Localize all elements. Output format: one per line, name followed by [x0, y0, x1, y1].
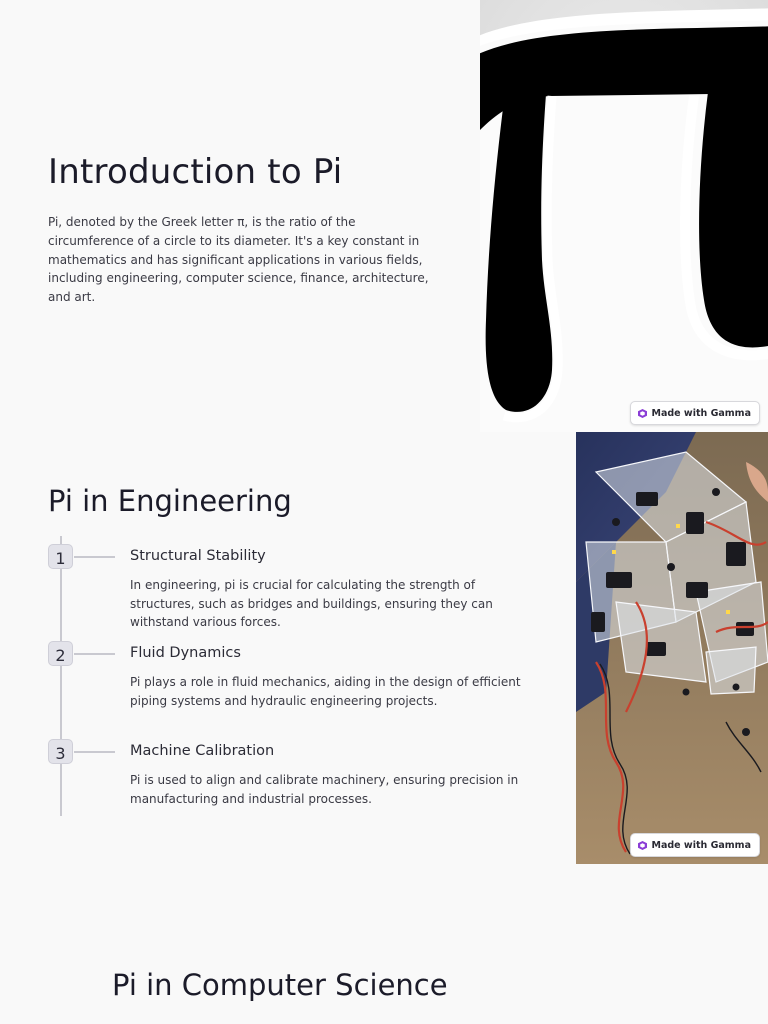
step-title: Fluid Dynamics [130, 645, 241, 661]
step-title: Structural Stability [130, 548, 266, 564]
step-number-badge: 3 [48, 739, 73, 764]
step-connector [74, 751, 115, 753]
pi-symbol-image: Made with Gamma [480, 0, 768, 432]
intro-title: Introduction to Pi [48, 152, 343, 192]
step-text: Pi plays a role in fluid mechanics, aidi… [130, 675, 521, 708]
made-with-gamma-badge[interactable]: Made with Gamma [629, 401, 760, 425]
step-title: Machine Calibration [130, 743, 275, 759]
step-connector [74, 556, 115, 558]
step-text: In engineering, pi is crucial for calcul… [130, 578, 493, 629]
step-number-badge: 2 [48, 641, 73, 666]
made-with-gamma-label: Made with Gamma [651, 407, 751, 419]
gamma-logo-icon [637, 840, 647, 850]
made-with-gamma-label: Made with Gamma [651, 839, 751, 851]
engineering-title: Pi in Engineering [48, 484, 292, 518]
timeline-line [60, 536, 62, 816]
intro-body: Pi, denoted by the Greek letter π, is th… [48, 215, 429, 305]
step-number-badge: 1 [48, 544, 73, 569]
step-connector [74, 653, 115, 655]
made-with-gamma-badge[interactable]: Made with Gamma [629, 833, 760, 857]
gamma-logo-icon [637, 408, 647, 418]
robot-photo: Made with Gamma [576, 432, 768, 864]
computer-science-title: Pi in Computer Science [112, 968, 448, 1002]
step-text: Pi is used to align and calibrate machin… [130, 773, 519, 806]
